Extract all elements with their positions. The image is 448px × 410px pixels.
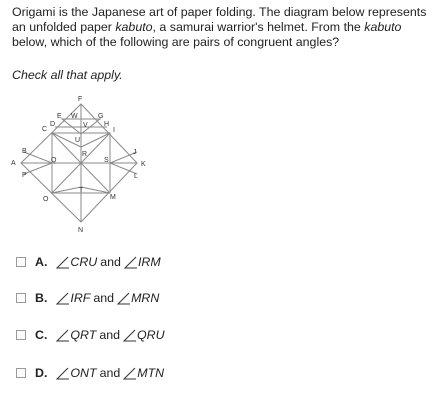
choice-c-and: and [99,328,121,342]
choice-d-letter: D. [35,366,48,380]
label-V: V [83,122,88,129]
choice-c[interactable]: C. QRT and QRU [16,326,165,344]
choice-a-letter: A. [35,255,48,269]
label-R: R [82,151,87,158]
label-G: G [98,113,103,120]
label-M: M [110,194,116,201]
label-P: P [22,172,27,179]
choice-a-angle-2: IRM [137,255,161,269]
kabuto-diagram: F E W G D V H C I U B R J A Q S K P L T … [11,96,146,234]
choice-a-checkbox[interactable] [16,257,26,267]
label-Q: Q [51,157,57,164]
question-part-1: Origami is the Japanese art of paper fol… [12,5,427,34]
left-flap [23,151,54,175]
choice-b-letter: B. [35,291,48,305]
choice-d-and: and [99,366,121,380]
angle-icon [117,292,131,304]
fold-o-t [51,186,82,194]
choice-d-checkbox[interactable] [16,368,26,378]
angle-icon [123,329,137,341]
question-text: Origami is the Japanese art of paper fol… [12,5,440,50]
choice-b-angle-1: IRF [70,291,91,305]
fold-m-t [80,186,111,194]
choice-b-checkbox[interactable] [16,293,26,303]
choice-d-angle-2: MTN [137,366,165,380]
fold-i-u [80,132,111,148]
choice-d-angle-1: ONT [70,366,97,380]
angle-icon [123,256,137,268]
label-C: C [42,126,47,133]
label-D: D [50,121,55,128]
label-E: E [57,113,62,120]
choice-b-and: and [93,291,115,305]
fold-c-u [51,132,82,148]
label-U: U [75,137,80,144]
diagonal-ur-ll [51,132,111,194]
angle-icon [56,329,70,341]
choice-c-angle-2: QRU [137,328,165,342]
label-S: S [104,157,109,164]
right-flap [108,151,138,175]
label-L: L [134,173,138,180]
question-emphasis-2: kabuto [364,20,402,34]
choice-b[interactable]: B. IRF and MRN [16,289,159,307]
label-F: F [78,96,82,103]
question-part-3: below, which of the following are pairs … [12,35,340,49]
question-part-2: , a samurai warrior's helmet. From the [152,20,365,34]
choice-a-and: and [100,255,121,269]
angle-icon [56,292,70,304]
label-O: O [43,196,49,203]
label-K: K [141,161,146,168]
question-emphasis-1: kabuto [115,20,153,34]
label-J: J [133,149,137,156]
label-H: H [104,121,109,128]
label-B: B [22,148,27,155]
choice-a-angle-1: CRU [70,255,98,269]
choice-a[interactable]: A. CRU and IRM [16,253,161,271]
label-W: W [71,113,78,120]
choice-d[interactable]: D. ONT and MTN [16,364,164,382]
instruction-text: Check all that apply. [12,68,123,82]
label-N: N [78,227,83,234]
choice-c-angle-1: QRT [70,328,97,342]
choice-c-checkbox[interactable] [16,330,26,340]
angle-icon [123,367,137,379]
label-T: T [79,187,84,194]
choice-b-angle-2: MRN [131,291,160,305]
label-I: I [113,127,115,134]
choice-c-letter: C. [35,328,48,342]
angle-icon [56,367,70,379]
angle-icon [56,256,70,268]
label-A: A [11,160,16,167]
